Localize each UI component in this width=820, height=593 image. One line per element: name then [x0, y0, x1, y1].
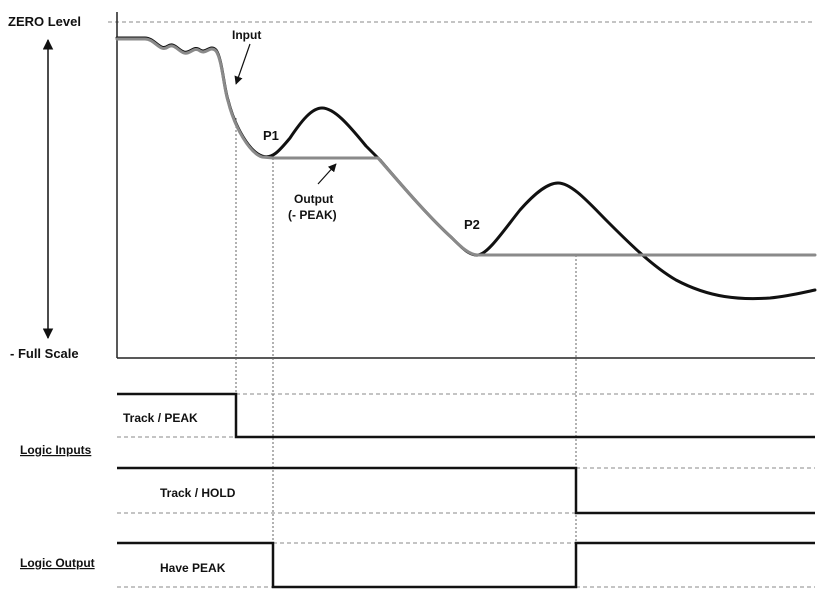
output-label-line1: Output: [294, 192, 333, 206]
output-arrow: [317, 163, 337, 185]
zero-level-label: ZERO Level: [8, 14, 81, 29]
track-hold-waveform: [117, 466, 815, 515]
p1-label: P1: [263, 128, 279, 143]
track-hold-label: Track / HOLD: [160, 486, 236, 500]
have-peak-label: Have PEAK: [160, 561, 226, 575]
track-peak-waveform: [117, 392, 815, 439]
p2-label: P2: [464, 217, 480, 232]
logic-output-label: Logic Output: [20, 556, 95, 570]
have-peak-waveform: [117, 541, 815, 589]
logic-inputs-label: Logic Inputs: [20, 443, 92, 457]
track-peak-label: Track / PEAK: [123, 411, 198, 425]
input-label: Input: [232, 28, 261, 42]
output-label-line2: (- PEAK): [288, 208, 337, 222]
full-scale-label: - Full Scale: [10, 346, 79, 361]
output-peak-curve: [115, 37, 817, 257]
input-arrow: [234, 43, 251, 85]
